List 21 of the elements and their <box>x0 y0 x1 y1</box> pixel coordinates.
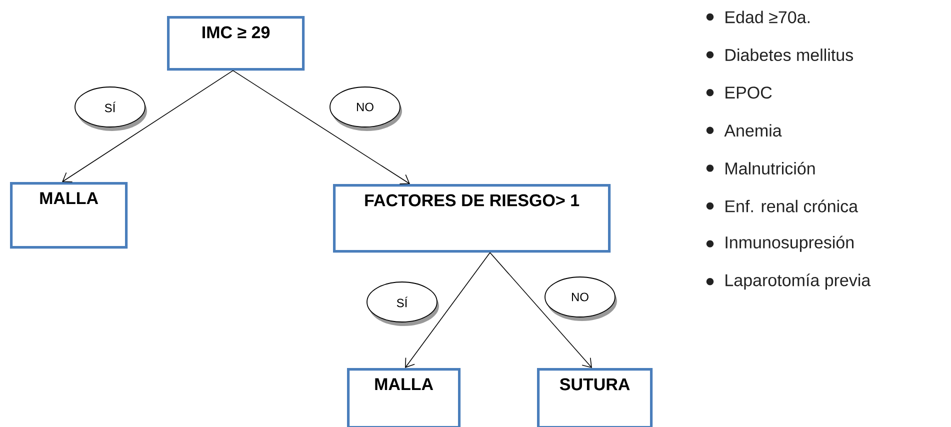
arrow <box>490 252 592 368</box>
decision-box: MALLA <box>10 182 128 249</box>
decision-box: MALLA <box>347 368 461 427</box>
edge-label: NO <box>544 276 617 321</box>
decision-box: SUTURA <box>537 368 653 427</box>
edge-label: NO <box>330 86 402 131</box>
decision-box: IMC ≥ 29 <box>167 16 305 71</box>
arrow <box>62 70 234 182</box>
bullet-item: Laparotomía previa <box>706 274 871 290</box>
decision-box: FACTORES DE RIESGO> 1 <box>333 184 611 253</box>
edge-label: SÍ <box>74 86 147 131</box>
arrow <box>232 70 410 184</box>
bullet-item: Anemia <box>706 124 782 137</box>
bullet-item: Diabetes mellitus <box>706 48 853 62</box>
bullet-item: Edad ≥70a. <box>706 10 810 24</box>
bullet-item: Malnutrición <box>706 162 815 175</box>
bullet-item: Enf. renal crónica <box>706 200 858 212</box>
bullet-item: EPOC <box>706 86 772 99</box>
edge-label: SÍ <box>366 282 439 326</box>
arrow <box>405 252 490 368</box>
bullet-item: Inmunosupresión <box>706 236 854 252</box>
